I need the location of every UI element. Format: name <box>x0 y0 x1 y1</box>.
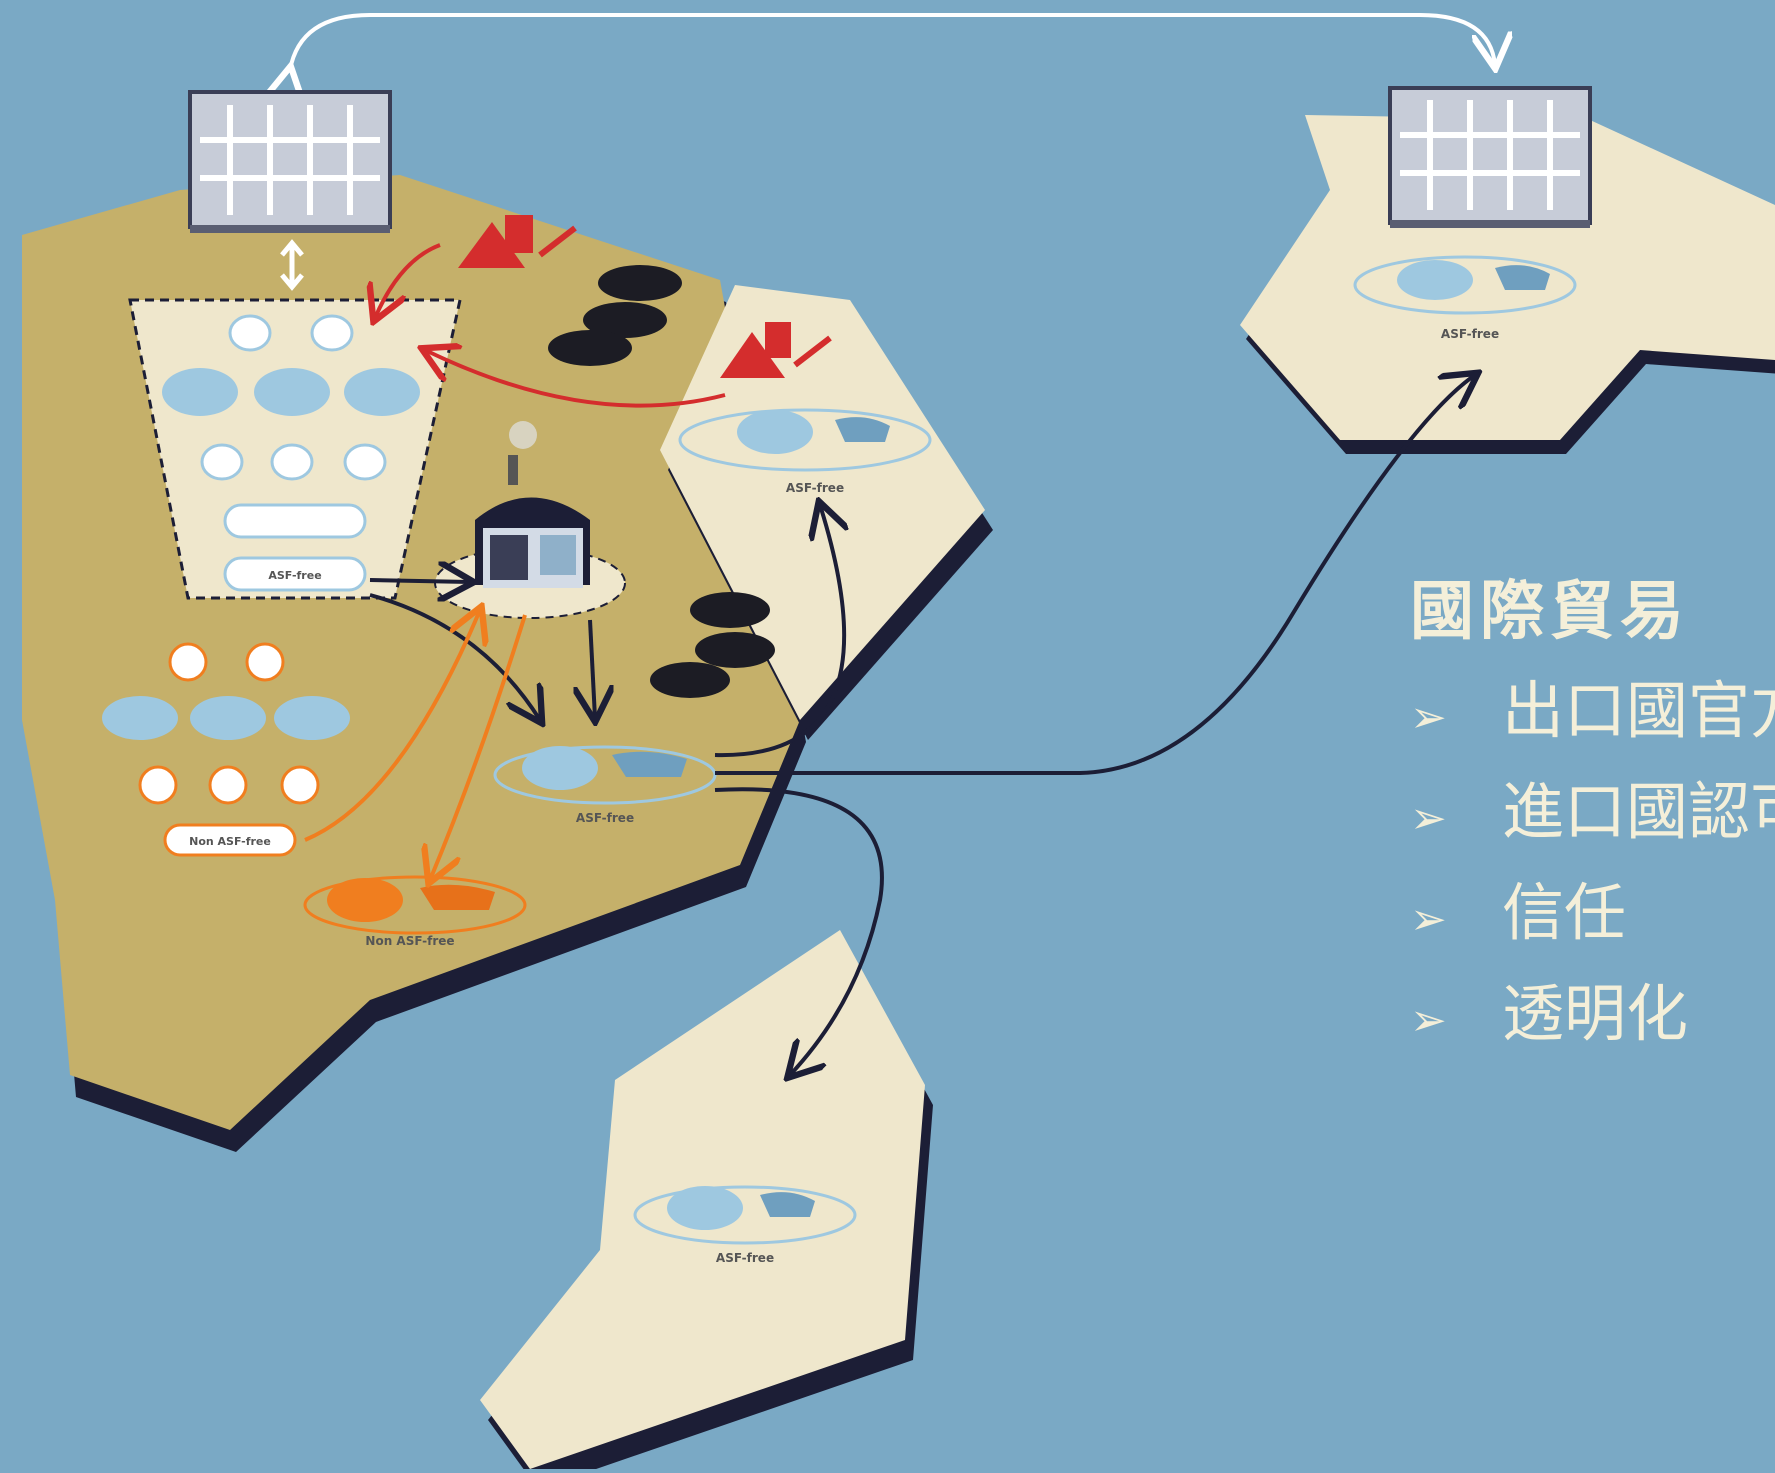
arrowhead-bullet-icon: ➢ <box>1410 793 1447 844</box>
non-asf-to-slaughterhouse-arrow <box>304 610 480 842</box>
bullet-text: 進口國認可 <box>1502 775 1775 848</box>
bullet-text: 信任 <box>1502 876 1627 949</box>
bullet-text: 透明化 <box>1502 977 1689 1050</box>
export-to-north-arrow <box>715 375 1475 775</box>
risk-icons-mainland <box>458 215 577 268</box>
trade-bullet-list: ➢ 出口國官方 ➢ 進口國認可 ➢ 信任 ➢ 透明化 <box>1410 664 1775 1068</box>
exporter-government-building <box>188 90 392 233</box>
non-asf-free-label: Non ASF-free <box>365 934 454 948</box>
bullet-text: 出口國官方 <box>1502 674 1775 747</box>
risk-arrow-upper <box>375 243 441 318</box>
arrowhead-bullet-icon: ➢ <box>1410 692 1447 743</box>
north-import-label: ASF-free <box>1441 327 1499 341</box>
importing-country-north: ASF-free <box>1240 115 1775 454</box>
non-asf-free-node-label: Non ASF-free <box>189 835 271 848</box>
non-asf-free-network: Non ASF-free <box>102 642 350 857</box>
arrowhead-bullet-icon: ➢ <box>1410 894 1447 945</box>
government-link-arrow <box>290 13 1495 70</box>
export-to-south-arrow <box>714 787 884 1075</box>
risk-icons-neighbour <box>720 322 832 378</box>
export-to-neighbour-arrow <box>714 505 844 758</box>
trade-title: 國際貿易 <box>1410 575 1690 649</box>
importer-government-building <box>1388 86 1592 228</box>
compartment-node-label: ASF-free <box>268 569 321 582</box>
arrowhead-bullet-icon: ➢ <box>1410 995 1447 1046</box>
slaughterhouse-to-pigs-arrow <box>590 619 595 718</box>
neighbour-zone-label: ASF-free <box>786 481 844 495</box>
risk-arrow-lower <box>425 350 726 408</box>
importing-country-south: ASF-free <box>480 930 933 1473</box>
wild-boar-group-north <box>548 265 682 366</box>
south-import-label: ASF-free <box>716 1251 774 1265</box>
slaughterhouse-to-non-asf-arrow <box>430 614 527 880</box>
supervision-double-arrow <box>280 239 304 291</box>
non-asf-free-pigs: Non ASF-free <box>303 875 527 948</box>
wild-boar-group-south <box>650 592 775 698</box>
asf-free-compartment: ASF-free <box>128 298 462 600</box>
export-asf-free-label: ASF-free <box>576 811 634 825</box>
bullet-item-trust: ➢ 信任 <box>1410 866 1775 967</box>
bullet-item-import-recognition: ➢ 進口國認可 <box>1410 765 1775 866</box>
compartment-to-slaughterhouse-arrow <box>369 580 470 582</box>
trade-panel: 國際貿易 ➢ 出口國官方 ➢ 進口國認可 ➢ 信任 ➢ 透明化 <box>1410 560 1775 1068</box>
bullet-item-export-official: ➢ 出口國官方 <box>1410 664 1775 765</box>
bullet-item-transparency: ➢ 透明化 <box>1410 967 1775 1068</box>
